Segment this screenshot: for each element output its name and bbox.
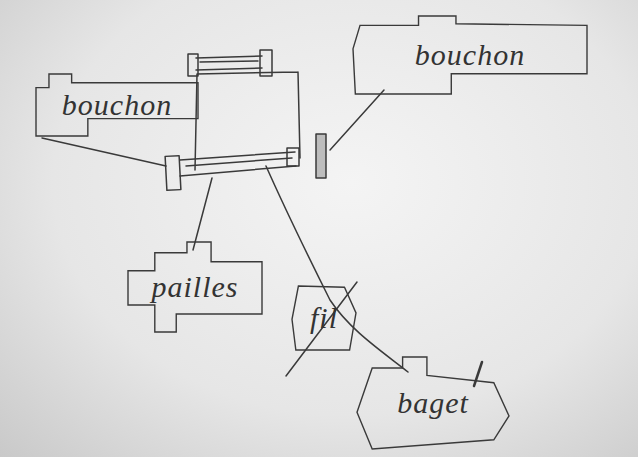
box-outline-path <box>353 16 587 94</box>
part-name: fil <box>310 301 338 335</box>
part-name: bouchon <box>415 38 525 72</box>
leader-line <box>330 90 384 150</box>
cork-wheel <box>188 54 198 76</box>
pencil-stroke <box>474 362 482 386</box>
leader-line <box>42 138 166 166</box>
straw-axle <box>196 56 262 70</box>
cork-wheel <box>316 134 326 178</box>
cork-wheel <box>165 156 181 191</box>
leader-line <box>193 178 212 250</box>
part-name: baget <box>397 386 469 420</box>
box-outline-path <box>357 357 509 449</box>
straw-axle <box>180 152 296 176</box>
label-box: pailles <box>128 242 262 332</box>
part-name: pailles <box>152 270 239 304</box>
leader-line <box>286 282 357 376</box>
label-box: fil <box>292 286 356 350</box>
box-outline-path <box>128 242 262 332</box>
box-outline-path <box>36 74 198 136</box>
part-name: bouchon <box>62 88 172 122</box>
label-box: bouchon <box>36 74 198 136</box>
cork-wheel <box>287 148 299 166</box>
label-box: bouchon <box>353 16 587 94</box>
box-outline-path <box>292 286 356 350</box>
label-box: baget <box>357 357 509 449</box>
string <box>266 166 408 372</box>
